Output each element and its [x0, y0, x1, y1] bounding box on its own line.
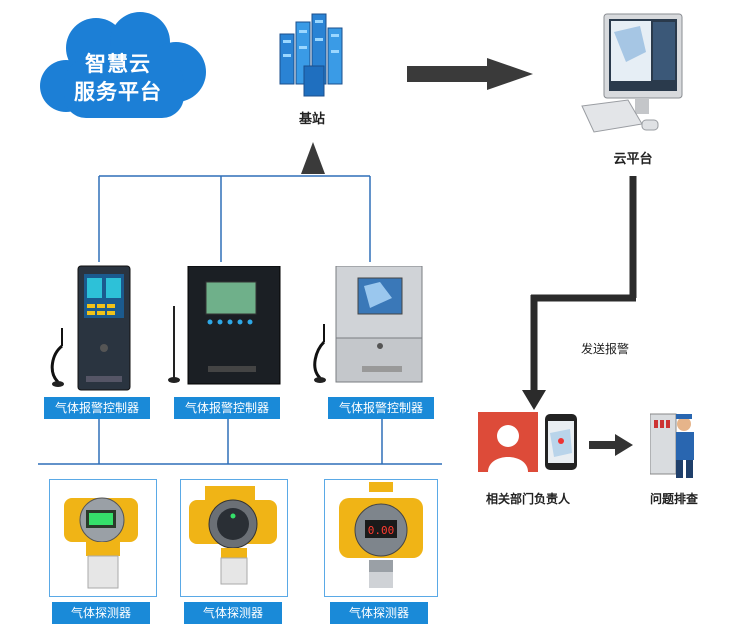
detector-2-device	[189, 486, 277, 585]
controller-2-label: 气体报警控制器	[174, 397, 280, 419]
detector-3-readout: 0.00	[368, 524, 395, 537]
controller-3-label: 气体报警控制器	[328, 397, 434, 419]
detector-3-device: 0.00	[339, 482, 423, 588]
controller-3-device	[313, 266, 423, 383]
troubleshooting-label: 问题排查	[649, 492, 698, 506]
controller-2-device	[168, 266, 281, 385]
detector-1-device	[64, 497, 138, 589]
detector-3-frame: 0.00	[324, 479, 438, 597]
technician-icon	[650, 413, 694, 478]
smartphone-icon	[545, 414, 577, 470]
detector-2-label: 气体探测器	[184, 602, 282, 624]
cloud-service-line2: 服务平台	[74, 80, 162, 104]
alarm-arrow-head	[522, 390, 546, 410]
base-station-label: 基站	[298, 112, 325, 127]
person-avatar-icon	[478, 412, 538, 472]
uplink-arrow	[301, 142, 325, 174]
cloud-shape	[40, 12, 206, 118]
detector-1-frame	[49, 479, 157, 597]
detector-2-frame	[180, 479, 288, 597]
detector-1-label: 气体探测器	[52, 602, 150, 624]
detector-3-label: 气体探测器	[330, 602, 428, 624]
controller-1-device	[50, 265, 131, 391]
cloud-platform-label: 云平台	[613, 152, 653, 167]
cloud-service-line1: 智慧云	[85, 52, 151, 76]
computer-icon	[581, 13, 683, 133]
to-troubleshoot-arrow	[589, 434, 633, 456]
responsible-person-label: 相关部门负责人	[485, 492, 570, 506]
alarm-send-label: 发送报警	[580, 342, 629, 356]
to-cloud-arrow	[407, 58, 533, 90]
controller-1-label: 气体报警控制器	[44, 397, 150, 419]
base-station-icon	[279, 13, 343, 97]
